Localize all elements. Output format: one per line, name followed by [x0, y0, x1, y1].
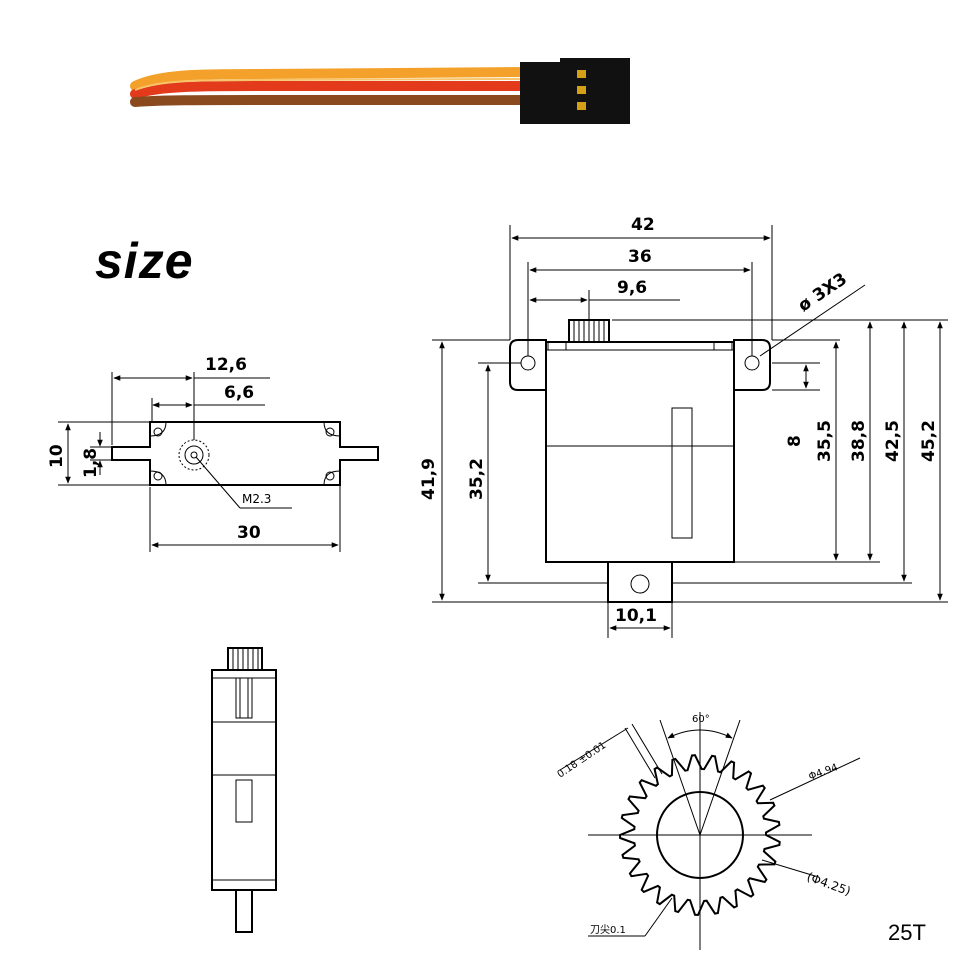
- dim-6-6: 6,6: [224, 383, 254, 403]
- gear-angle: 60°: [692, 714, 710, 725]
- dim-12-6: 12,6: [205, 355, 247, 375]
- gear-tooth-count: 25T: [888, 920, 926, 945]
- dim-38-8: 38,8: [849, 420, 869, 462]
- top-view: 12,6 6,6 10 1,8 M2.3 30: [47, 355, 379, 552]
- connector-pin-2: [577, 86, 586, 94]
- dim-45-2: 45,2: [919, 420, 939, 462]
- shaft-thread-label: M2.3: [242, 492, 271, 506]
- dim-30: 30: [237, 523, 261, 543]
- size-title: size: [95, 233, 194, 289]
- dim-35-5: 35,5: [815, 420, 835, 462]
- wire-red: [130, 81, 530, 99]
- connector-pin-3: [577, 102, 586, 110]
- dim-10-1: 10,1: [615, 606, 657, 626]
- connector-housing: [520, 62, 630, 124]
- gear-tip-note: 刀尖0.1: [590, 923, 626, 936]
- dim-9-6: 9,6: [617, 278, 647, 298]
- connector-pin-1: [577, 70, 586, 78]
- dim-35-2: 35,2: [467, 458, 487, 500]
- wire-brown: [130, 95, 530, 107]
- dim-10: 10: [47, 444, 67, 468]
- dim-42: 42: [631, 215, 655, 235]
- dim-41-9: 41,9: [419, 458, 439, 500]
- wire-orange: [130, 67, 530, 91]
- dim-8: 8: [785, 435, 805, 447]
- gear-root-dia: (Φ4.25): [805, 870, 853, 899]
- dim-1-8: 1,8: [81, 448, 101, 478]
- front-view: [211, 647, 277, 933]
- dim-36: 36: [628, 247, 652, 267]
- servo-cable: [130, 58, 630, 124]
- gear-tolerance: 0.18 ±0.01: [556, 740, 609, 780]
- gear-detail: 60° 0.18 ±0.01 Φ4.94 (Φ4.25) 刀尖0.1 25T: [556, 712, 926, 950]
- hole-label: ø 3X3: [795, 269, 851, 316]
- gear-outer-dia: Φ4.94: [807, 762, 839, 783]
- side-view: 42 36 9,6 ø 3X3 8: [419, 215, 948, 638]
- dim-42-5: 42,5: [883, 420, 903, 462]
